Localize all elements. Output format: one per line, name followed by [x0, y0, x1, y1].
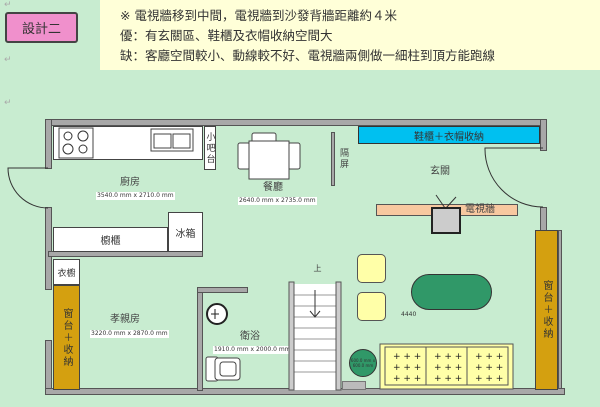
dining-dims: 2640.0 mm x 2735.0 mm [238, 197, 317, 205]
svg-text:+ + +: + + + [475, 374, 503, 384]
plant-dims: 600.0 mm x 600.0 mm [350, 358, 376, 368]
wall-left-lower [45, 340, 52, 395]
plant: 600.0 mm x 600.0 mm [349, 349, 377, 377]
shoe-cabinet: 鞋櫃＋衣帽收納 [358, 126, 540, 144]
paragraph-mark: ↵ [4, 0, 12, 10]
stairs-icon [288, 281, 342, 391]
entrance-label: 玄關 [430, 166, 450, 177]
parents-room-label: 孝親房 [110, 314, 140, 325]
tv-wall-label: 電視牆 [465, 204, 495, 215]
kitchen-label: 廚房 [120, 177, 140, 188]
small-bar: 小吧台 [204, 126, 216, 170]
stairs-up-label: 上 [313, 264, 322, 274]
svg-text:+ + +: + + + [434, 363, 462, 373]
wall-bathroom-top [197, 287, 248, 293]
window-storage-right-label: 窗台＋收納 [541, 280, 552, 340]
design-note: ※ 電視牆移到中間，電視牆到沙發背牆距離約４米 優：有玄關區、鞋櫃及衣帽收納空間… [100, 0, 600, 70]
sofa-icon: + + ++ + ++ + ++ + ++ + ++ + ++ + ++ + +… [379, 343, 514, 390]
wall-right-upper [540, 119, 547, 151]
coffee-table [411, 274, 492, 310]
svg-text:+ + +: + + + [434, 352, 462, 362]
svg-text:+ + +: + + + [393, 374, 421, 384]
toilet-icon [205, 356, 241, 382]
wall-left-mid [45, 207, 52, 290]
wardrobe: 衣櫥 [53, 259, 80, 285]
door-entrance-icon [484, 147, 544, 208]
kitchen-dims: 3540.0 mm x 2710.0 mm [96, 192, 175, 200]
cupboard: 櫥櫃 [53, 227, 168, 252]
svg-text:+ + +: + + + [434, 374, 462, 384]
banner-label: 設計二 [21, 22, 61, 37]
living-dims: 4440 [401, 311, 417, 318]
window-storage-left: 窗台＋收納 [53, 285, 80, 390]
paragraph-mark: ↵ [4, 98, 12, 108]
sink-icon [150, 128, 194, 152]
svg-text:+ + +: + + + [475, 352, 503, 362]
dining-label: 餐廳 [263, 182, 283, 193]
washbasin-icon [206, 303, 228, 325]
armchair [357, 254, 386, 283]
small-bar-label: 小吧台 [204, 131, 215, 165]
cupboard-label: 櫥櫃 [100, 236, 121, 247]
partition-wall [331, 132, 335, 186]
fridge-label: 冰箱 [175, 228, 196, 240]
parents-room-dims: 3220.0 mm x 2870.0 mm [90, 330, 169, 338]
window-storage-right: 窗台＋收納 [535, 230, 558, 390]
paragraph-mark: ↵ [4, 55, 12, 65]
svg-text:+ + +: + + + [393, 352, 421, 362]
wall-right-lower [558, 230, 562, 390]
dining-table-icon [237, 132, 301, 180]
note-line: 缺：客廳空間較小、動線較不好、電視牆兩側做一細柱到頂方能跑線 [120, 48, 496, 63]
side-table [342, 381, 366, 390]
tv-icon [431, 194, 461, 234]
wardrobe-label: 衣櫥 [57, 268, 76, 279]
svg-text:+ + +: + + + [475, 363, 503, 373]
bathroom-dims: 1910.0 mm x 2000.0 mm [213, 346, 292, 354]
armchair [357, 292, 386, 321]
stove-icon [58, 127, 94, 159]
wall-bathroom [197, 287, 203, 391]
note-line: 優：有玄關區、鞋櫃及衣帽收納空間大 [120, 28, 333, 43]
wall-left-upper [45, 119, 52, 169]
wall-top [45, 119, 546, 126]
bathroom-label: 衛浴 [240, 331, 260, 342]
fridge: 冰箱 [168, 212, 203, 252]
svg-text:+ + +: + + + [393, 363, 421, 373]
window-storage-left-label: 窗台＋收納 [61, 307, 72, 368]
note-line: ※ 電視牆移到中間，電視牆到沙發背牆距離約４米 [120, 8, 397, 23]
door-left-icon [7, 167, 49, 209]
shoe-cabinet-label: 鞋櫃＋衣帽收納 [414, 131, 484, 143]
design-banner: 設計二 [5, 12, 78, 43]
partition-label: 隔屏 [338, 148, 348, 170]
